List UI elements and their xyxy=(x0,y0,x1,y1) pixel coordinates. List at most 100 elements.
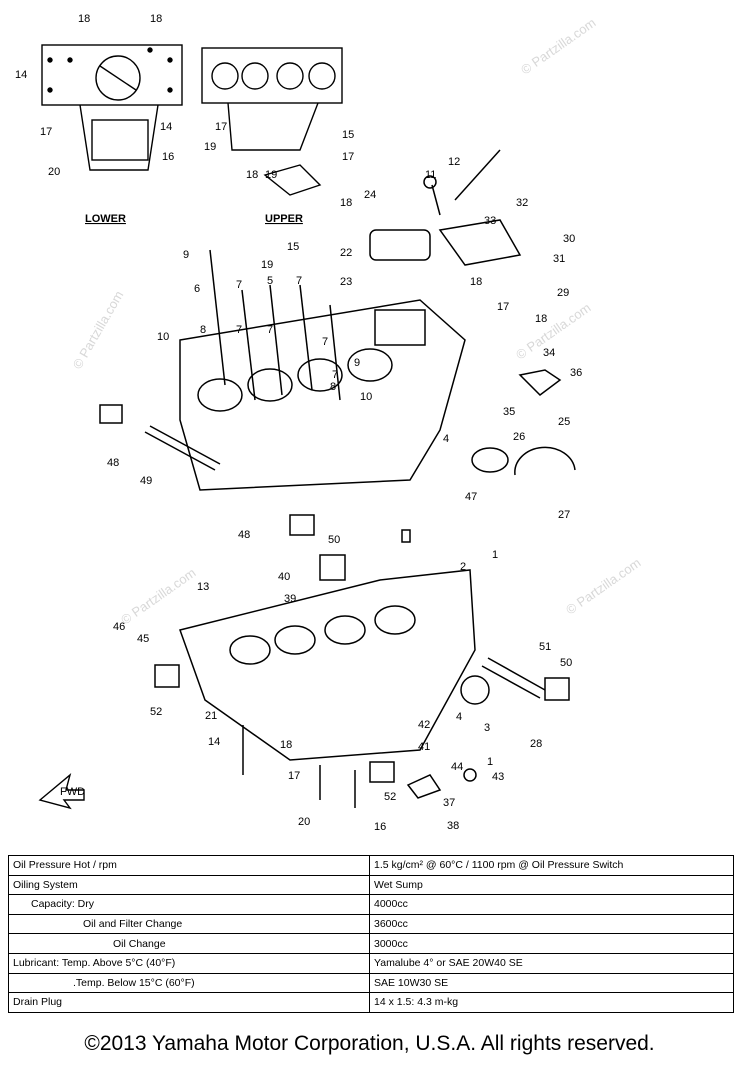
callout-c7c: 7 xyxy=(236,324,242,336)
callout-c10a: 10 xyxy=(157,331,169,343)
spec-label: Oiling System xyxy=(8,874,370,896)
watermark-1: © Partzilla.com xyxy=(518,15,598,78)
watermarks: © Partzilla.com © Partzilla.com © Partzi… xyxy=(70,15,644,628)
spec-value: Yamalube 4° or SAE 20W40 SE xyxy=(369,952,734,974)
spec-value: 14 x 1.5: 4.3 m-kg xyxy=(369,992,734,1013)
lower-crankcase xyxy=(154,514,570,808)
callout-c7f: 7 xyxy=(332,369,338,381)
callout-c18b: 18 xyxy=(150,13,162,25)
callout-c14a: 14 xyxy=(15,69,27,81)
callout-c16a: 16 xyxy=(162,151,174,163)
callout-c45: 45 xyxy=(137,633,149,645)
callout-c17c: 17 xyxy=(342,151,354,163)
callout-c11: 11 xyxy=(425,169,436,181)
callout-c15b: 15 xyxy=(287,241,299,253)
callout-c7a: 7 xyxy=(236,279,242,291)
callout-c19a: 19 xyxy=(204,141,216,153)
callout-c24: 24 xyxy=(364,189,376,201)
callout-c42: 42 xyxy=(418,719,430,731)
upper-crankcase xyxy=(99,149,576,491)
callout-c20b: 20 xyxy=(298,816,310,828)
callout-c16b: 16 xyxy=(374,821,386,833)
callout-c14c: 14 xyxy=(208,736,220,748)
spec-value: 3600cc xyxy=(369,913,734,935)
callout-c34: 34 xyxy=(543,347,555,359)
upper-subtitle: UPPER xyxy=(265,213,303,225)
callout-c9a: 9 xyxy=(183,249,189,261)
callout-c25: 25 xyxy=(558,416,570,428)
watermark-2: © Partzilla.com xyxy=(70,288,127,371)
callout-c37: 37 xyxy=(443,797,455,809)
callout-c7d: 7 xyxy=(267,324,273,336)
callout-c51: 51 xyxy=(539,641,551,653)
callout-c8b: 8 xyxy=(330,381,336,393)
callout-c5: 5 xyxy=(267,275,273,287)
watermark-4: © Partzilla.com xyxy=(118,565,198,628)
callout-c1a: 1 xyxy=(492,549,498,561)
callout-c43: 43 xyxy=(492,771,504,783)
callout-c18d: 18 xyxy=(340,197,352,209)
lower-subtitle: LOWER xyxy=(85,213,126,225)
callout-c18f: 18 xyxy=(535,313,547,325)
callout-c7e: 7 xyxy=(322,336,328,348)
spec-label: Oil Pressure Hot / rpm xyxy=(8,855,370,876)
spec-label: .Temp. Below 15°C (60°F) xyxy=(8,972,370,994)
spec-label: Lubricant: Temp. Above 5°C (40°F) xyxy=(8,952,370,974)
callout-c30: 30 xyxy=(563,233,575,245)
callout-c33: 33 xyxy=(484,215,496,227)
callout-c19b: 19 xyxy=(265,169,277,181)
callout-c44: 44 xyxy=(451,761,463,773)
spec-label: Oil and Filter Change xyxy=(8,913,370,935)
callout-c48b: 48 xyxy=(238,529,250,541)
callout-c19c: 19 xyxy=(261,259,273,271)
spec-value: 1.5 kg/cm² @ 60°C / 1100 rpm @ Oil Press… xyxy=(369,855,734,876)
spec-row: Lubricant: Temp. Above 5°C (40°F)Yamalub… xyxy=(8,952,734,974)
callout-c8a: 8 xyxy=(200,324,206,336)
callout-c17a: 17 xyxy=(40,126,52,138)
callout-c32: 32 xyxy=(516,197,528,209)
callout-c48a: 48 xyxy=(107,457,119,469)
callout-c27: 27 xyxy=(558,509,570,521)
upper-case-inset xyxy=(201,47,343,196)
spec-value: Wet Sump xyxy=(369,874,734,896)
callout-c15a: 15 xyxy=(342,129,354,141)
callout-c3: 3 xyxy=(484,722,490,734)
copyright-notice: ©2013 Yamaha Motor Corporation, U.S.A. A… xyxy=(84,1032,655,1055)
callout-c9b: 9 xyxy=(354,357,360,369)
fwd-arrow: FWD xyxy=(38,773,85,810)
callout-c28: 28 xyxy=(530,738,542,750)
spec-value: 3000cc xyxy=(369,933,734,954)
callout-c6: 6 xyxy=(194,283,200,295)
callout-c40: 40 xyxy=(278,571,290,583)
callout-c52b: 52 xyxy=(384,791,396,803)
callout-c41: 41 xyxy=(418,741,430,753)
callout-c1b: 1 xyxy=(487,756,493,768)
crankcase-exploded-diagram: © Partzilla.com © Partzilla.com © Partzi… xyxy=(15,13,644,833)
callout-c7b: 7 xyxy=(296,275,302,287)
lower-case-inset xyxy=(41,44,183,171)
fwd-label: FWD xyxy=(60,786,85,798)
callout-c31: 31 xyxy=(553,253,565,265)
callout-c17d: 17 xyxy=(497,301,509,313)
callout-c17b: 17 xyxy=(215,121,227,133)
callout-c39: 39 xyxy=(284,593,296,605)
callout-c38: 38 xyxy=(447,820,459,832)
callout-c50a: 50 xyxy=(328,534,340,546)
callout-c23: 23 xyxy=(340,276,352,288)
spec-label: Capacity: Dry xyxy=(8,894,370,915)
spec-label: Drain Plug xyxy=(8,992,370,1013)
callout-c22: 22 xyxy=(340,247,352,259)
spec-value: 4000cc xyxy=(369,894,734,915)
callout-c13: 13 xyxy=(197,581,209,593)
callout-c52a: 52 xyxy=(150,706,162,718)
callout-c17e: 17 xyxy=(288,770,300,782)
callout-c12: 12 xyxy=(448,156,460,168)
callout-c18c: 18 xyxy=(246,169,258,181)
